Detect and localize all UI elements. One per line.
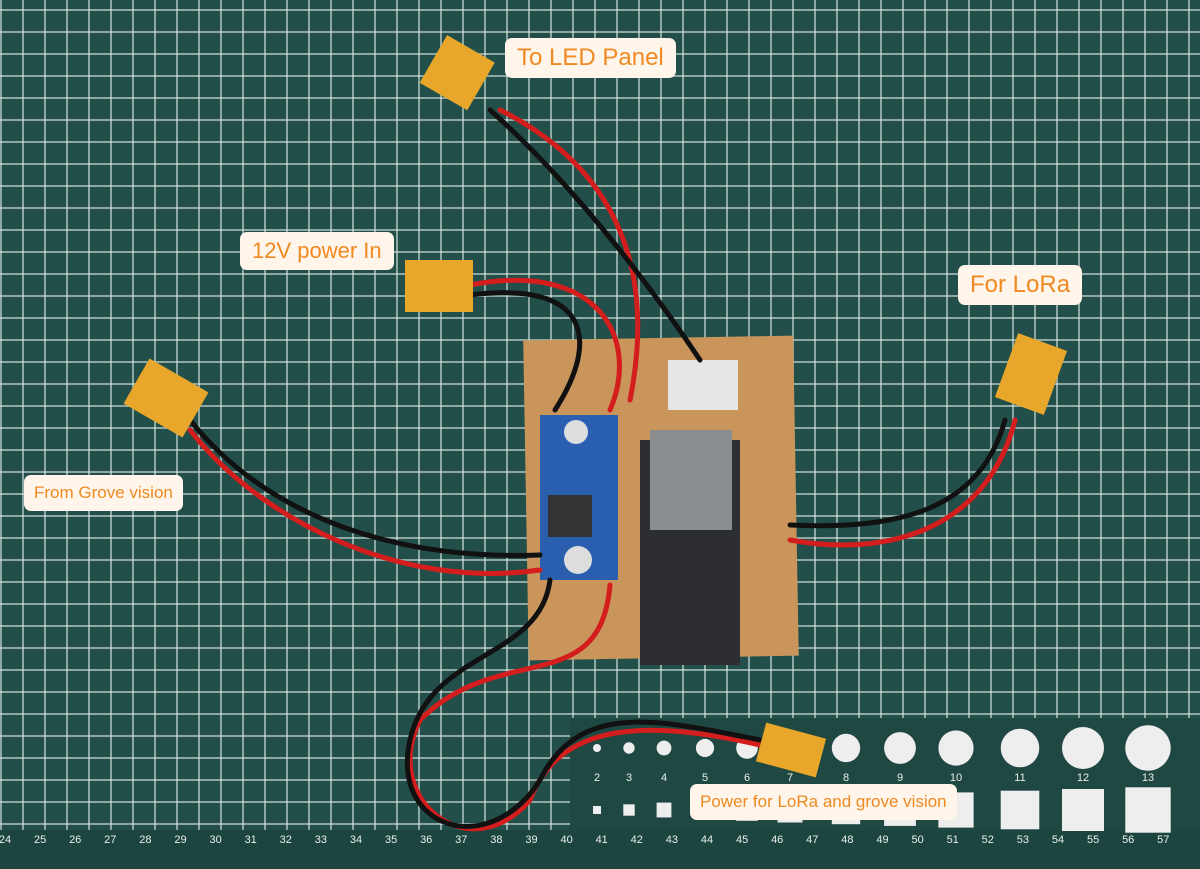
ruler-number: 40 [560,834,573,846]
ruler-number: 44 [700,834,714,846]
ruler-number: 41 [595,834,608,846]
ruler-number: 32 [279,834,292,846]
ruler-number: 47 [806,834,819,846]
ruler-edge [0,830,1200,869]
template-size-number: 3 [625,772,633,784]
ruler-number: 51 [946,834,959,846]
ruler-number: 38 [490,834,503,846]
label-power-for-lora-and-grove: Power for LoRa and grove vision [690,784,957,820]
wire-black [405,577,763,829]
ruler-number: 48 [841,834,854,846]
ruler-number: 24 [0,834,12,846]
label-from-grove-vision: From Grove vision [24,475,183,511]
heatsink-regulator [668,360,738,410]
template-size-number: 8 [842,772,850,784]
ruler-number: 30 [209,834,222,846]
template-circle-hole [1062,727,1104,769]
template-circle-hole [938,730,974,766]
template-square-hole [1062,789,1104,831]
ruler-number: 36 [420,834,433,846]
template-circle-hole [1000,728,1040,768]
ruler-number: 45 [735,834,749,846]
template-size-number: 6 [743,772,751,784]
wire-red [467,277,622,413]
template-square-hole [656,802,672,818]
wire-red [497,107,641,403]
template-square-hole [623,804,635,816]
template-size-number: 13 [1141,772,1155,784]
template-square-hole [1125,787,1171,833]
ruler-number: 33 [314,834,328,846]
esp32-module [650,430,732,530]
ruler-number: 37 [455,834,468,846]
ruler-number: 50 [911,834,924,846]
template-circle-hole [656,740,672,756]
template-circle-hole [1125,725,1171,771]
label-12v-power-in: 12V power In [240,232,394,270]
template-size-number: 11 [1014,772,1026,784]
template-circle-hole [884,732,916,764]
capacitor [564,546,592,574]
wire-red [787,417,1018,548]
ruler-number: 56 [1122,834,1135,846]
ruler-number: 35 [384,834,398,846]
xt60-connector-lora [994,333,1068,415]
wire-black [787,417,1008,529]
wire-black [187,417,543,558]
label-for-lora: For LoRa [958,265,1083,305]
wire-black [467,290,583,413]
template-size-number: 7 [786,772,794,784]
ruler-number: 49 [876,834,889,846]
ruler-number: 53 [1016,834,1030,846]
ruler-number: 28 [139,834,152,846]
inductor [548,495,592,537]
wire-black [487,107,703,363]
xt60-connector-output [755,722,827,778]
template-size-number: 4 [660,772,668,784]
template-size-number: 12 [1076,772,1090,784]
template-size-number: 9 [896,772,904,784]
xt60-connector-grove [123,358,209,438]
ruler-number: 57 [1157,834,1170,846]
template-circle-hole [695,738,715,758]
template-circle-hole [593,744,601,752]
label-to-led-panel: To LED Panel [505,38,676,78]
wire-red [187,427,543,576]
template-size-number: 10 [949,772,963,784]
template-square-hole [593,806,601,814]
xt60-connector-led [419,35,495,111]
template-circle-hole [831,733,861,763]
wire-red [407,582,763,832]
capacitor [564,420,588,444]
ruler-number: 42 [630,834,643,846]
ruler-number: 43 [665,834,679,846]
ruler-number: 39 [525,834,538,846]
ruler-number: 31 [244,834,257,846]
template-size-number: 2 [593,772,601,784]
ruler-number: 54 [1051,834,1065,846]
template-circle-hole [623,742,635,754]
template-square-hole [1000,790,1040,830]
ruler-number: 25 [33,834,47,846]
ruler-number: 55 [1086,834,1100,846]
ruler-number: 52 [981,834,994,846]
ruler-number: 29 [174,834,187,846]
ruler-number: 46 [771,834,784,846]
xt60-connector-power-in [405,260,473,312]
ruler-number: 34 [349,834,363,846]
template-size-number: 5 [701,772,709,784]
ruler-number: 27 [104,834,117,846]
ruler-number: 26 [69,834,82,846]
